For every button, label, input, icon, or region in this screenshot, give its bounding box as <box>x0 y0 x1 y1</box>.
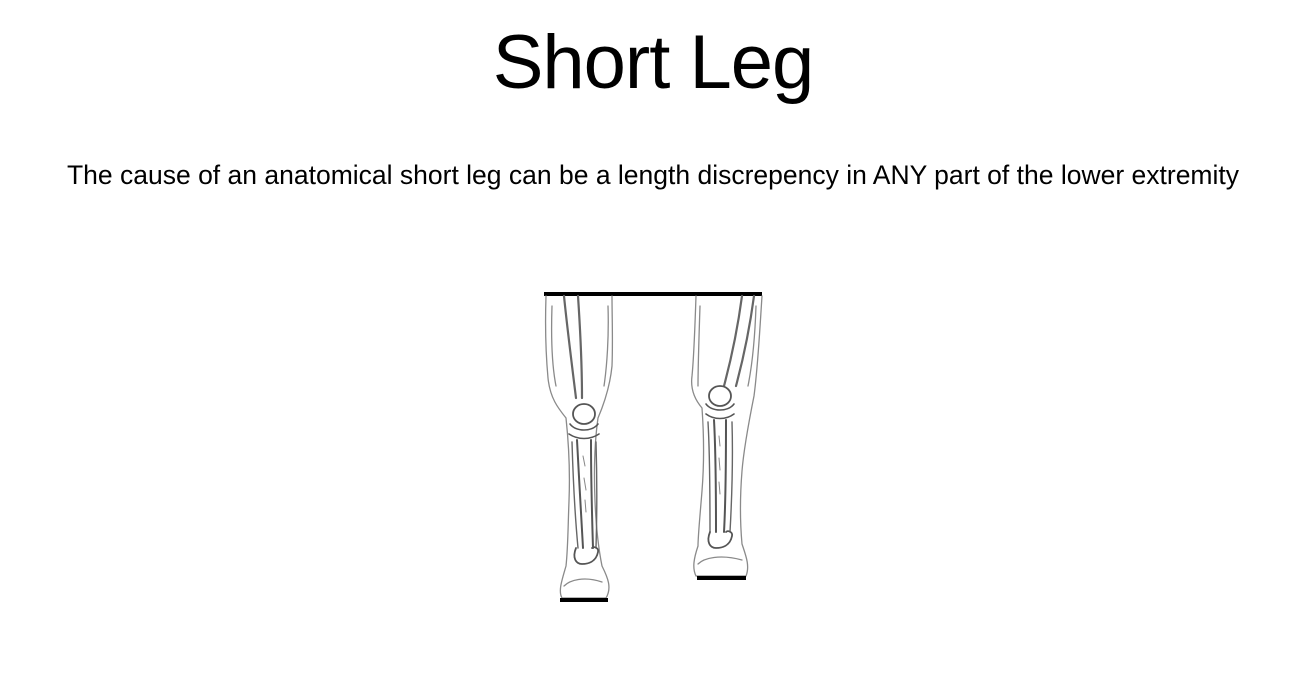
left-leg-icon <box>544 294 614 599</box>
slide-subtitle: The cause of an anatomical short leg can… <box>66 160 1240 190</box>
right-leg-icon <box>690 294 763 577</box>
legs-skeleton-illustration <box>544 292 763 602</box>
slide-title: Short Leg <box>492 20 815 105</box>
